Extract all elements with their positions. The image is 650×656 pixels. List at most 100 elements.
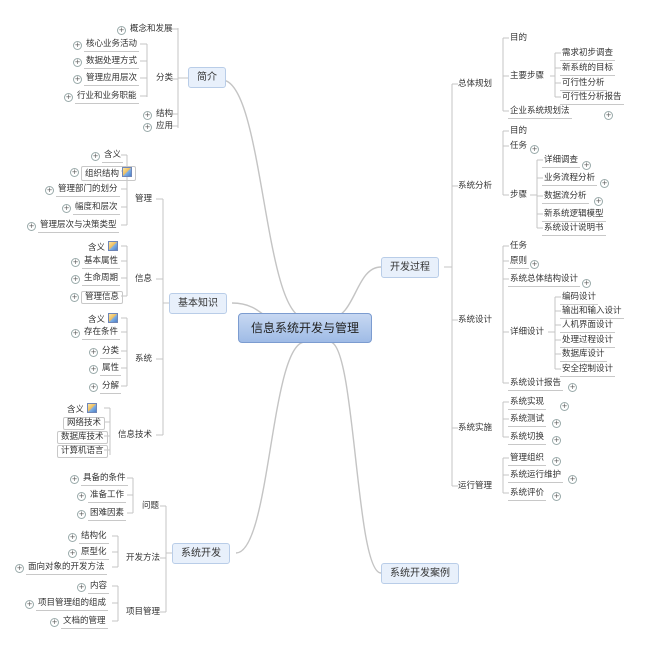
fenxi-buzhou-item[interactable]: 系统设计说明书: [542, 223, 606, 236]
yunxing-item[interactable]: 系统评价: [508, 488, 547, 501]
expand-icon[interactable]: +: [15, 564, 24, 573]
expand-icon[interactable]: +: [68, 549, 77, 558]
expand-icon[interactable]: +: [68, 533, 77, 542]
expand-icon[interactable]: +: [70, 475, 79, 484]
zongti-mudi[interactable]: 目的: [510, 33, 528, 43]
expand-icon[interactable]: +: [89, 365, 98, 374]
xiangmu-item[interactable]: 项目管理组的组成: [36, 598, 109, 611]
wenti-item[interactable]: 具备的条件: [81, 473, 128, 486]
guanli-item[interactable]: 组织结构: [81, 166, 137, 181]
sheji-baogao[interactable]: 系统设计报告: [508, 378, 564, 391]
xinxijishu-item[interactable]: 数据库技术: [57, 431, 108, 444]
root-topic[interactable]: 信息系统开发与管理: [238, 313, 373, 343]
jichu-xinxijishu[interactable]: 信息技术: [118, 430, 153, 440]
xitong-item[interactable]: 含义: [86, 313, 120, 327]
sheji-xiangxi-item[interactable]: 人机界面设计: [560, 320, 616, 333]
expand-icon[interactable]: +: [552, 457, 561, 466]
sheji-renwu[interactable]: 任务: [510, 241, 528, 251]
shishi-item[interactable]: 系统实现: [508, 397, 547, 410]
expand-icon[interactable]: +: [25, 600, 34, 609]
expand-icon[interactable]: +: [143, 123, 152, 132]
fenlei-item[interactable]: 核心业务活动: [84, 39, 140, 52]
fenxi-buzhou-item[interactable]: 新系统逻辑模型: [542, 209, 606, 222]
jianjie-fenlei[interactable]: 分类: [156, 73, 174, 83]
expand-icon[interactable]: +: [552, 419, 561, 428]
expand-icon[interactable]: +: [582, 161, 591, 170]
xitong-item[interactable]: 分类: [100, 346, 122, 359]
sheji-xiangxi-item[interactable]: 安全控制设计: [560, 364, 616, 377]
expand-icon[interactable]: +: [594, 197, 603, 206]
sheji-xiangxi-item[interactable]: 数据库设计: [560, 349, 607, 362]
sheji-xiangxi-item[interactable]: 编码设计: [560, 292, 599, 305]
expand-icon[interactable]: +: [582, 279, 591, 288]
expand-icon[interactable]: +: [73, 58, 82, 67]
fenxi-buzhou[interactable]: 步骤: [510, 190, 528, 200]
kaifa-wenti[interactable]: 问题: [142, 501, 160, 511]
expand-icon[interactable]: +: [604, 111, 613, 120]
zongti-buzhou[interactable]: 主要步骤: [510, 71, 545, 81]
expand-icon[interactable]: +: [45, 186, 54, 195]
expand-icon[interactable]: +: [552, 436, 561, 445]
sheji-xiangxi-item[interactable]: 处理过程设计: [560, 335, 616, 348]
guanli-item[interactable]: 管理部门的划分: [56, 184, 120, 197]
expand-icon[interactable]: +: [71, 275, 80, 284]
xinxijishu-item[interactable]: 网络技术: [63, 417, 106, 430]
expand-icon[interactable]: +: [552, 492, 561, 501]
guocheng-fenxi[interactable]: 系统分析: [458, 181, 493, 191]
guanli-item[interactable]: 含义: [102, 150, 124, 163]
fenxi-buzhou-item[interactable]: 详细调查: [542, 155, 581, 168]
wenti-item[interactable]: 困难因素: [88, 508, 127, 521]
yunxing-item[interactable]: 管理组织: [508, 453, 547, 466]
xinxijishu-item[interactable]: 含义: [65, 403, 99, 417]
expand-icon[interactable]: +: [77, 510, 86, 519]
expand-icon[interactable]: +: [600, 179, 609, 188]
topic-jichu[interactable]: 基本知识: [169, 293, 227, 314]
sheji-xiangxi[interactable]: 详细设计: [510, 327, 545, 337]
expand-icon[interactable]: +: [64, 93, 73, 102]
guocheng-zongti[interactable]: 总体规划: [458, 79, 493, 89]
expand-icon[interactable]: +: [568, 383, 577, 392]
jianjie-yingyong[interactable]: 应用: [156, 121, 174, 131]
expand-icon[interactable]: +: [89, 348, 98, 357]
jianjie-jiegou[interactable]: 结构: [156, 109, 174, 119]
topic-kaifaguocheng[interactable]: 开发过程: [381, 257, 439, 278]
jichu-guanli[interactable]: 管理: [135, 194, 153, 204]
xitong-item[interactable]: 属性: [100, 363, 122, 376]
zongti-buzhou-item[interactable]: 需求初步调查: [560, 48, 616, 61]
xitong-item[interactable]: 分解: [100, 381, 122, 394]
fenlei-item[interactable]: 行业和业务职能: [75, 91, 139, 104]
expand-icon[interactable]: +: [530, 260, 539, 269]
jichu-xitong[interactable]: 系统: [135, 354, 153, 364]
guanli-item[interactable]: 幅度和层次: [73, 202, 120, 215]
topic-anli[interactable]: 系统开发案例: [381, 563, 459, 584]
wenti-item[interactable]: 准备工作: [88, 490, 127, 503]
xinxi-item[interactable]: 基本属性: [82, 256, 121, 269]
fenxi-mudi[interactable]: 目的: [510, 126, 528, 136]
fenxi-buzhou-item[interactable]: 业务流程分析: [542, 173, 598, 186]
expand-icon[interactable]: +: [77, 492, 86, 501]
xinxi-item[interactable]: 含义: [86, 241, 120, 255]
expand-icon[interactable]: +: [143, 111, 152, 120]
expand-icon[interactable]: +: [91, 152, 100, 161]
sheji-xiangxi-item[interactable]: 输出和输入设计: [560, 306, 624, 319]
guocheng-yunxing[interactable]: 运行管理: [458, 481, 493, 491]
guanli-item[interactable]: 管理层次与决策类型: [38, 220, 119, 233]
topic-xitongkaifa[interactable]: 系统开发: [172, 543, 230, 564]
fenxi-buzhou-item[interactable]: 数据流分析: [542, 191, 589, 204]
fenxi-renwu[interactable]: 任务: [510, 141, 528, 151]
zongti-buzhou-item[interactable]: 可行性分析: [560, 78, 607, 91]
expand-icon[interactable]: +: [560, 402, 569, 411]
expand-icon[interactable]: +: [50, 618, 59, 627]
fangfa-item[interactable]: 结构化: [79, 531, 109, 544]
jichu-xinxi[interactable]: 信息: [135, 274, 153, 284]
xitong-item[interactable]: 存在条件: [82, 327, 121, 340]
sheji-yuanze[interactable]: 原则: [508, 256, 530, 269]
expand-icon[interactable]: +: [117, 26, 126, 35]
fangfa-item[interactable]: 原型化: [79, 547, 109, 560]
fenlei-item[interactable]: 管理应用层次: [84, 73, 140, 86]
expand-icon[interactable]: +: [70, 168, 79, 177]
expand-icon[interactable]: +: [77, 583, 86, 592]
topic-jianjie[interactable]: 简介: [188, 67, 226, 88]
kaifa-xiangmu[interactable]: 项目管理: [126, 607, 161, 617]
fangfa-item[interactable]: 面向对象的开发方法: [26, 562, 107, 575]
